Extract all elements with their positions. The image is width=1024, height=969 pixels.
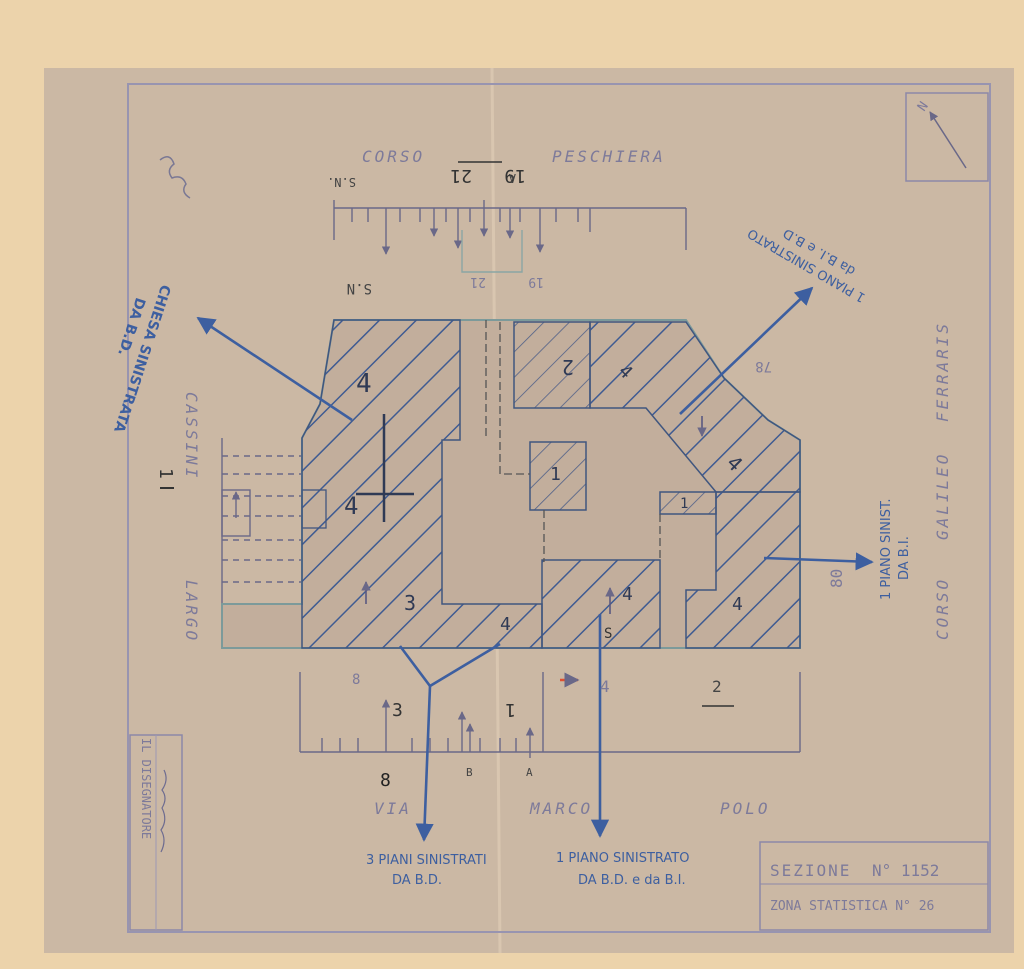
street-top-left: CORSO — [362, 147, 425, 166]
title-block — [759, 841, 989, 931]
civic-2-bottom: 2 — [712, 677, 722, 696]
street-top-right: PESCHIERA — [552, 147, 666, 166]
civic-21-inner: 21 — [470, 274, 486, 289]
civic-1-bottom: 1 — [505, 699, 516, 720]
civic-4-bottom: 4 — [600, 677, 610, 696]
bottom-frontage — [299, 672, 801, 758]
section-label: SEZIONE — [770, 861, 851, 880]
floors-n2: 2 — [562, 355, 574, 379]
designer-box — [129, 734, 183, 931]
street-bottom-polo: POLO — [720, 799, 771, 818]
bl-note-line2: DA B.D. — [392, 873, 442, 888]
civic-8b-bottom: 8 — [380, 770, 391, 791]
street-right-corso: CORSO — [933, 577, 952, 640]
section-number: N° 1152 — [872, 861, 939, 880]
e-note-line1: 1 PIANO SINIST. — [879, 499, 894, 601]
street-bottom-marco: MARCO — [529, 799, 593, 818]
civic-8-bottom: 8 — [352, 672, 360, 688]
civic-78-right: 78 — [755, 358, 772, 374]
signature-mark — [159, 156, 191, 199]
street-bottom-via: VIA — [374, 799, 412, 818]
building-block — [221, 319, 801, 649]
floors-se2: 4 — [732, 594, 743, 615]
civic-3-bottom: 3 — [392, 700, 403, 721]
bm-note-line1: 1 PIANO SINISTRATO — [556, 851, 689, 866]
civic-80-right: 80 — [827, 569, 846, 588]
floors-c1b: 1 — [680, 496, 688, 512]
street-right-ferraris: FERRARIS — [933, 321, 952, 422]
top-frontage — [333, 161, 687, 273]
marker-a: A — [526, 766, 533, 779]
floors-s: 4 — [500, 614, 511, 635]
street-left-cassini: CASSINI — [182, 392, 201, 480]
civic-21-top: 21 — [450, 165, 472, 186]
bl-note-line1: 3 PIANI SINISTRATI — [366, 853, 487, 868]
floors-se: 4 — [622, 584, 633, 605]
street-right-galileo: GALILEO — [933, 452, 952, 540]
civic-sn-top: S.N. — [327, 175, 356, 189]
floors-nw: 4 — [356, 369, 372, 399]
marker-s: S — [604, 626, 612, 642]
floors-w: 4 — [344, 492, 358, 520]
map-border — [127, 83, 991, 933]
street-left-largo: LARGO — [182, 580, 201, 643]
designer-label: IL DISEGNATORE — [139, 738, 153, 839]
civic-sn-inner: S.N — [347, 280, 372, 296]
e-note-line2: DA B.I. — [897, 536, 912, 580]
damage-arrows — [196, 286, 874, 842]
marker-b: B — [466, 766, 473, 779]
civic-19-top: 19 — [504, 165, 526, 186]
floors-c1: 1 — [550, 464, 561, 485]
floors-sw: 3 — [404, 591, 416, 615]
zone-label: ZONA STATISTICA N° 26 — [770, 899, 934, 914]
civic-19-inner: 19 — [528, 274, 544, 289]
civic-19a-top: A — [508, 171, 516, 185]
bm-note-line2: DA B.D. e da B.I. — [578, 873, 686, 888]
civic-1-left: 1 — [155, 468, 176, 479]
s-arrows — [361, 416, 707, 614]
